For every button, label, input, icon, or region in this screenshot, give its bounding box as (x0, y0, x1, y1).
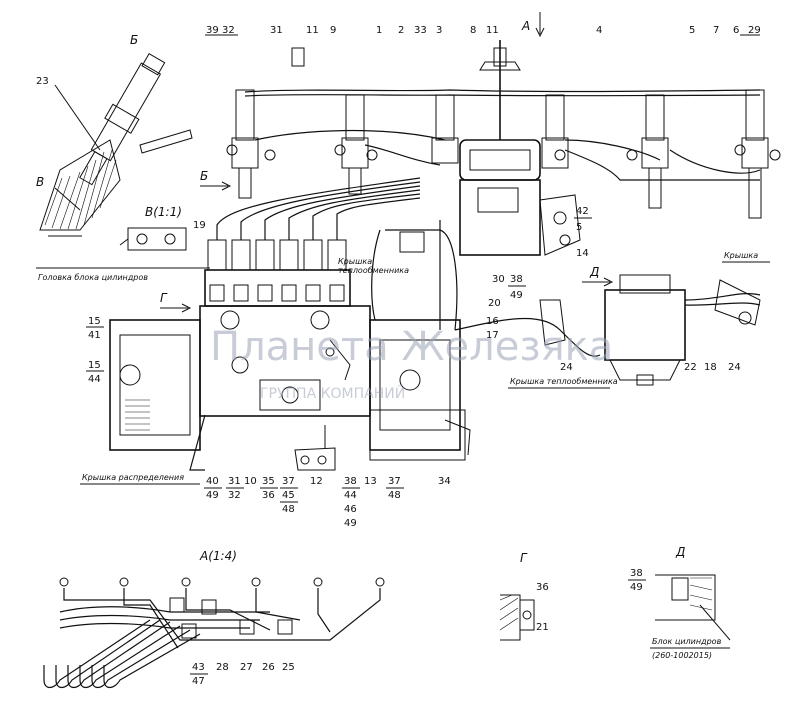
caption-cylinder-head: Головка блока цилиндров (38, 273, 148, 282)
callout-3: 3 (436, 25, 442, 36)
callout-47: 47 (192, 676, 205, 687)
watermark-main: Планета Железяка (210, 324, 613, 370)
arrow-g-label: Г (160, 291, 168, 305)
callout-8: 8 (470, 25, 476, 36)
callout-14: 14 (576, 248, 589, 259)
callout-27: 27 (240, 662, 253, 673)
callout-29: 29 (748, 25, 761, 36)
caption-cover-top2: теплообменника (338, 266, 409, 275)
callout-19: 19 (193, 220, 206, 231)
caption-heat-exchanger-cover: Крышка теплообменника (510, 377, 618, 386)
callout-44b: 44 (344, 490, 357, 501)
callout-9: 9 (330, 25, 336, 36)
callout-38c: 38 (630, 568, 643, 579)
callout-7: 7 (713, 25, 719, 36)
callout-37a: 37 (282, 476, 295, 487)
callout-25: 25 (282, 662, 295, 673)
view-g-detail (499, 594, 535, 641)
callout-30: 30 (492, 274, 505, 285)
callout-38b: 38 (344, 476, 357, 487)
view-a-label: А(1:4) (199, 549, 237, 563)
top-callouts: 39 32 31 11 9 1 2 33 3 8 11 4 5 7 6 29 А… (160, 12, 761, 313)
callout-49c: 49 (344, 518, 357, 529)
callout-13: 13 (364, 476, 377, 487)
callout-10: 10 (244, 476, 257, 487)
callout-43: 43 (192, 662, 205, 673)
callout-46: 46 (344, 504, 357, 515)
detail-v-label: В (36, 175, 44, 189)
fuel-filter (604, 274, 761, 386)
callout-36: 36 (262, 490, 275, 501)
callout-36b: 36 (536, 582, 549, 593)
callout-49d: 49 (630, 582, 643, 593)
callout-15a: 15 (88, 316, 101, 327)
callout-34: 34 (438, 476, 451, 487)
callout-22: 22 (684, 362, 697, 373)
arrow-b-label: Б (200, 169, 208, 183)
callout-39: 39 (206, 25, 219, 36)
callout-24b: 24 (728, 362, 741, 373)
callout-44a: 44 (88, 374, 101, 385)
callout-42: 42 (576, 206, 589, 217)
callout-24a: 24 (560, 362, 573, 373)
callout-1: 1 (376, 25, 382, 36)
callout-33: 33 (414, 25, 427, 36)
detail-b-injector (39, 52, 193, 237)
watermark-sub: ГРУППА КОМПАНИЙ (260, 384, 405, 402)
bottom-callouts: 40 49 31 32 10 35 36 37 45 48 12 38 44 4… (204, 476, 451, 529)
callout-5: 5 (689, 25, 695, 36)
callout-12: 12 (310, 476, 323, 487)
view-d-detail (655, 574, 731, 641)
injector-row (226, 40, 781, 256)
callout-2: 2 (398, 25, 404, 36)
callout-35: 35 (262, 476, 275, 487)
arrow-d-label: Д (589, 265, 599, 279)
callout-40: 40 (206, 476, 219, 487)
caption-cover-top: Крышка (338, 257, 372, 266)
callout-45: 45 (282, 490, 295, 501)
view-d-label: Д (675, 545, 685, 559)
heat-exchanger-pipe (454, 299, 601, 357)
caption-kryshka-right: Крышка (724, 251, 758, 260)
detail-v-clamp (119, 227, 187, 251)
callout-23: 23 (36, 76, 49, 87)
callout-6: 6 (733, 25, 739, 36)
callout-31: 31 (270, 25, 283, 36)
callout-37b: 37 (388, 476, 401, 487)
fuel-injection-pump (109, 177, 471, 471)
detail-b-label: Б (130, 33, 138, 47)
caption-distribution-cover: Крышка распределения (82, 473, 184, 482)
view-a-pipes (43, 577, 385, 689)
callout-4: 4 (596, 25, 602, 36)
callout-15b: 15 (88, 360, 101, 371)
detail-v-scale-label: В(1:1) (145, 205, 182, 219)
callout-49a: 49 (510, 290, 523, 301)
callout-48a: 48 (282, 504, 295, 515)
arrow-a-label: А (521, 19, 530, 33)
callout-11a: 11 (306, 25, 319, 36)
callout-32b: 32 (228, 490, 241, 501)
callout-28: 28 (216, 662, 229, 673)
callout-5b: 5 (576, 222, 582, 233)
callout-20: 20 (488, 298, 501, 309)
view-g-label: Г (520, 551, 528, 565)
callout-17: 17 (486, 330, 499, 341)
callout-31b: 31 (228, 476, 241, 487)
callout-48b: 48 (388, 490, 401, 501)
caption-cylinder-block: Блок цилиндров (652, 637, 722, 646)
callout-32: 32 (222, 25, 235, 36)
callout-11b: 11 (486, 25, 499, 36)
callout-21: 21 (536, 622, 549, 633)
callout-18: 18 (704, 362, 717, 373)
callout-49b: 49 (206, 490, 219, 501)
callout-41: 41 (88, 330, 101, 341)
callout-26: 26 (262, 662, 275, 673)
callout-16: 16 (486, 316, 499, 327)
caption-block-number: (260-1002015) (652, 651, 712, 660)
callout-38a: 38 (510, 274, 523, 285)
